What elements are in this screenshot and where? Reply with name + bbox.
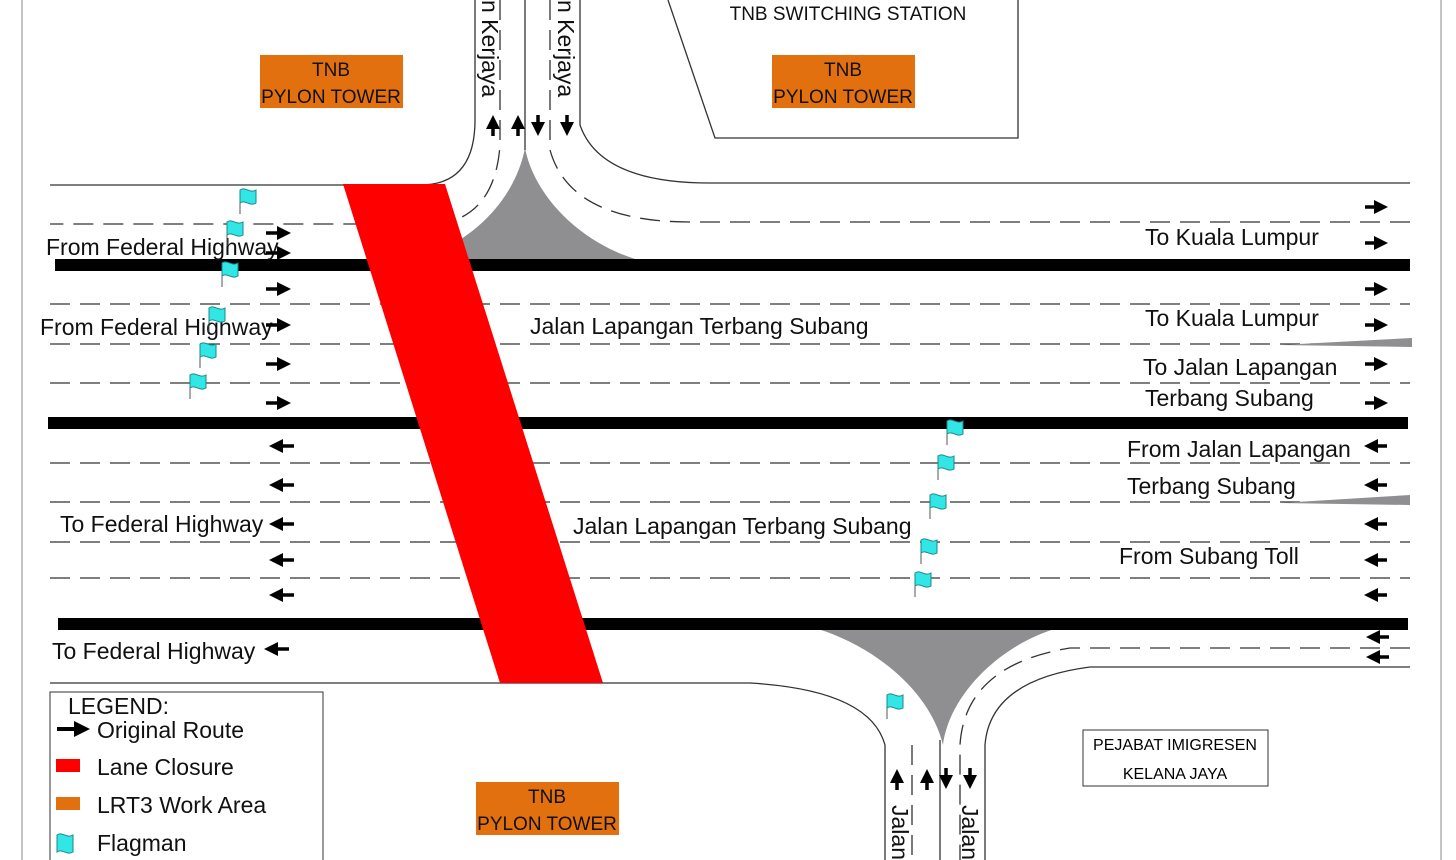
from-jalan-label-2: Terbang Subang	[1127, 473, 1296, 499]
svg-text:PEJABAT IMIGRESEN: PEJABAT IMIGRESEN	[1093, 737, 1257, 754]
side-road-label-top-left: n Kerjaya	[477, 0, 503, 97]
from-subang-toll-label: From Subang Toll	[1119, 543, 1299, 569]
top-road-right-edge	[579, 0, 1410, 184]
legend-item-original-route: Original Route	[97, 717, 244, 743]
svg-text:PYLON TOWER: PYLON TOWER	[477, 814, 617, 835]
from-federal-label-2: From Federal Highway	[40, 314, 273, 340]
to-kl-label-2: To Kuala Lumpur	[1145, 305, 1319, 331]
svg-text:TNB: TNB	[824, 60, 862, 81]
svg-text:KELANA JAYA: KELANA JAYA	[1123, 766, 1228, 783]
flagman-icon	[886, 693, 904, 720]
svg-text:PYLON TOWER: PYLON TOWER	[261, 87, 401, 108]
legend-work-area-swatch	[56, 797, 80, 810]
legend: LEGEND: Original Route Lane Closure LRT3…	[49, 691, 324, 860]
switching-station-outline	[667, 0, 1019, 139]
legend-lane-closure-swatch	[56, 759, 80, 772]
flagman-icon	[239, 188, 257, 215]
svg-text:TNB: TNB	[312, 60, 350, 81]
flagman-icon	[920, 538, 938, 565]
lane-closure-area	[343, 184, 603, 683]
main-road-label-lower: Jalan Lapangan Terbang Subang	[573, 513, 912, 539]
route-arrows	[264, 115, 1389, 790]
flagman-icon	[937, 454, 955, 481]
flagman-icon	[929, 493, 947, 520]
main-road-label-upper: Jalan Lapangan Terbang Subang	[530, 313, 869, 339]
pylon-tower-top-right: TNB PYLON TOWER	[772, 55, 915, 108]
svg-text:PYLON TOWER: PYLON TOWER	[773, 87, 913, 108]
flagman-icon	[221, 261, 239, 288]
switching-station-label: TNB SWITCHING STATION	[730, 4, 967, 25]
from-jalan-label-1: From Jalan Lapangan	[1127, 436, 1351, 462]
from-federal-label-1: From Federal Highway	[46, 234, 279, 260]
side-road-label-bottom-left: Jalan	[887, 805, 913, 860]
flagman-icon	[914, 571, 932, 598]
legend-title: LEGEND:	[68, 693, 169, 719]
legend-item-lane-closure: Lane Closure	[97, 754, 234, 780]
legend-flagman-icon	[56, 833, 74, 854]
pylon-tower-bottom: TNB PYLON TOWER	[476, 782, 619, 835]
pylon-tower-top-left: TNB PYLON TOWER	[260, 55, 403, 108]
side-road-label-top-right: n Kerjaya	[553, 0, 579, 97]
to-jalan-label-1: To Jalan Lapangan	[1143, 354, 1337, 380]
flagman-icon	[189, 373, 207, 400]
to-kl-label-1: To Kuala Lumpur	[1145, 224, 1319, 250]
svg-text:TNB: TNB	[528, 787, 566, 808]
legend-item-lrt3-work-area: LRT3 Work Area	[97, 792, 266, 818]
flagman-icon	[946, 419, 964, 446]
legend-item-flagman: Flagman	[97, 830, 186, 856]
flagman-icon	[199, 342, 217, 369]
side-road-label-bottom-right: Jalan	[957, 805, 983, 860]
to-federal-label-1: To Federal Highway	[60, 511, 264, 537]
to-federal-label-2: To Federal Highway	[52, 638, 256, 664]
median-top	[395, 148, 665, 266]
bottom-road-left-edge	[50, 682, 886, 860]
bottom-road-right-edge	[984, 666, 1410, 860]
median-bottom	[800, 624, 1075, 745]
pejabat-imigresen: PEJABAT IMIGRESEN KELANA JAYA	[1082, 729, 1269, 787]
to-jalan-label-2: Terbang Subang	[1145, 385, 1314, 411]
